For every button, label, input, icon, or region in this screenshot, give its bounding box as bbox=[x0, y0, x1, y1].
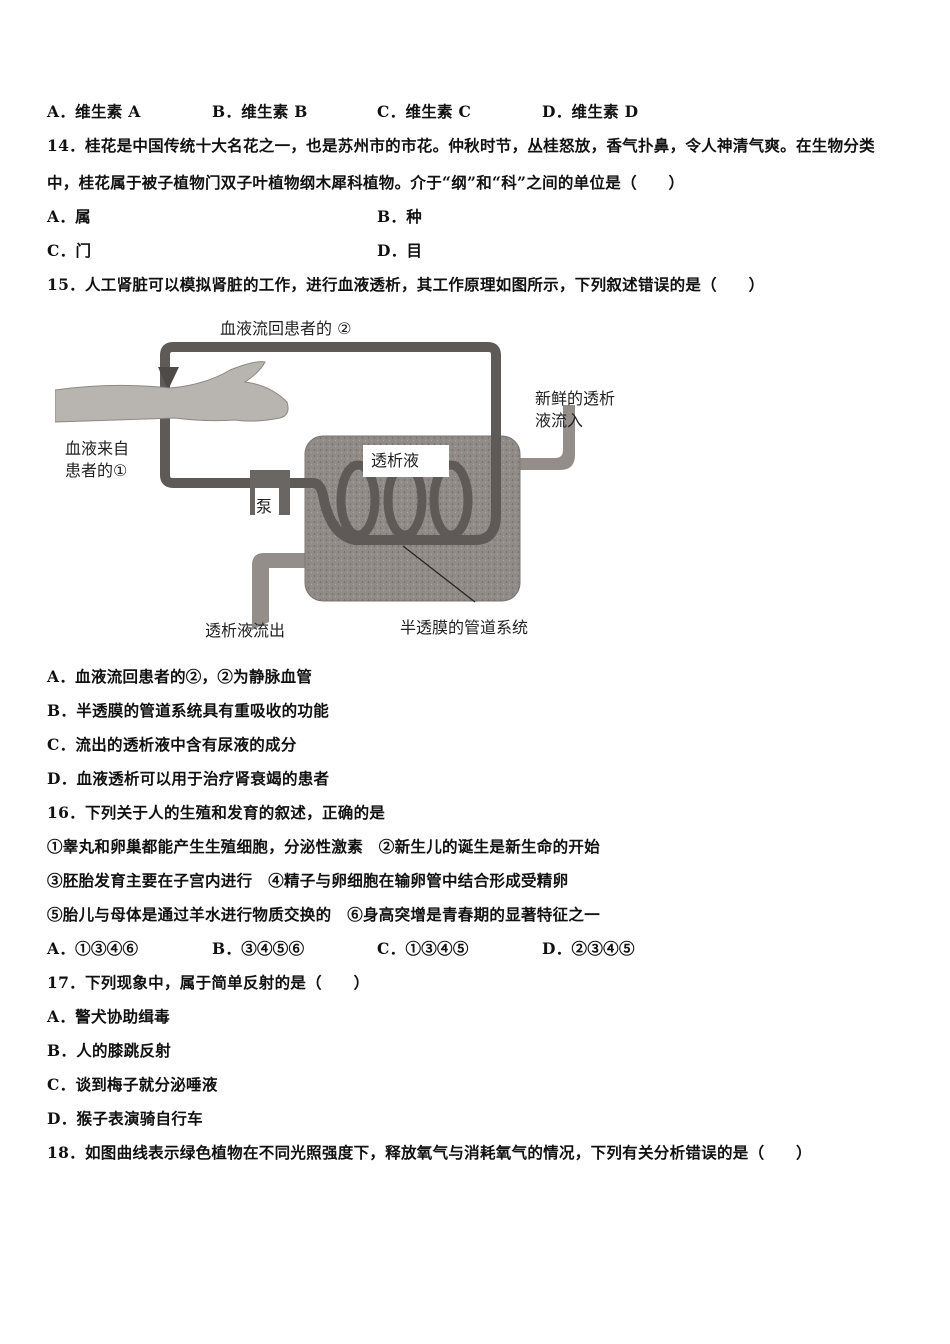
q16-statement-3: ⑤胎儿与母体是通过羊水进行物质交换的 ⑥身高突增是青春期的显著特征之一 bbox=[47, 905, 601, 924]
label-blood-return: 血液流回患者的 ② bbox=[220, 319, 352, 338]
q16-option-c[interactable]: C．①③④⑤ bbox=[377, 939, 469, 958]
label-fresh-2: 液流入 bbox=[535, 411, 584, 430]
q14-stem-line1: 14．桂花是中国传统十大名花之一，也是苏州市的市花。仲秋时节，丛桂怒放，香气扑鼻… bbox=[47, 136, 875, 155]
q14-option-d[interactable]: D．目 bbox=[377, 241, 423, 260]
label-pump: 泵 bbox=[256, 497, 273, 516]
outflow-pipe bbox=[252, 553, 310, 630]
q16-statement-1: ①睾丸和卵巢都能产生生殖细胞，分泌性激素 ②新生儿的诞生是新生命的开始 bbox=[47, 837, 601, 856]
q13-option-d[interactable]: D．维生素 D bbox=[542, 102, 639, 121]
q14-option-a[interactable]: A．属 bbox=[47, 207, 91, 226]
q16-stem: 16．下列关于人的生殖和发育的叙述，正确的是 bbox=[47, 803, 386, 822]
label-blood-from-1: 血液来自 bbox=[65, 439, 130, 458]
q17-option-a[interactable]: A．警犬协助缉毒 bbox=[47, 1007, 170, 1026]
q13-option-c[interactable]: C．维生素 C bbox=[377, 102, 472, 121]
q18-stem: 18．如图曲线表示绿色植物在不同光照强度下，释放氧气与消耗氧气的情况，下列有关分… bbox=[47, 1143, 812, 1162]
q17-stem: 17．下列现象中，属于简单反射的是（ ） bbox=[47, 973, 370, 992]
label-dialysate-out: 透析液流出 bbox=[205, 621, 286, 640]
q17-option-b[interactable]: B．人的膝跳反射 bbox=[47, 1041, 172, 1060]
label-membrane: 半透膜的管道系统 bbox=[400, 618, 529, 637]
label-blood-from-2: 患者的① bbox=[65, 461, 128, 480]
q16-option-d[interactable]: D．②③④⑤ bbox=[542, 939, 635, 958]
q13-option-a[interactable]: A．维生素 A bbox=[47, 102, 141, 121]
q17-option-d[interactable]: D．猴子表演骑自行车 bbox=[47, 1109, 203, 1128]
q15-option-c[interactable]: C．流出的透析液中含有尿液的成分 bbox=[47, 735, 297, 754]
q16-option-a[interactable]: A．①③④⑥ bbox=[47, 939, 139, 958]
q15-option-b[interactable]: B．半透膜的管道系统具有重吸收的功能 bbox=[47, 701, 330, 720]
label-fresh-1: 新鲜的透析 bbox=[535, 389, 616, 408]
inflow-pipe bbox=[520, 405, 575, 470]
label-dialysate: 透析液 bbox=[371, 451, 420, 470]
q16-option-b[interactable]: B．③④⑤⑥ bbox=[212, 939, 305, 958]
q15-stem: 15．人工肾脏可以模拟肾脏的工作，进行血液透析，其工作原理如图所示，下列叙述错误… bbox=[47, 275, 765, 294]
q14-option-b[interactable]: B．种 bbox=[377, 207, 423, 226]
q17-option-c[interactable]: C．谈到梅子就分泌唾液 bbox=[47, 1075, 218, 1094]
dialysis-diagram: 血液流回患者的 ② 血液来自 患者的① 新鲜的透析 液流入 透析液 泵 透析液流… bbox=[54, 310, 635, 650]
q14-option-c[interactable]: C．门 bbox=[47, 241, 92, 260]
q14-stem-line2: 中，桂花属于被子植物门双子叶植物纲木犀科植物。介于“纲”和“科”之间的单位是（ … bbox=[47, 173, 685, 192]
dialysis-illustration bbox=[54, 342, 575, 630]
q16-statement-2: ③胚胎发育主要在子宫内进行 ④精子与卵细胞在输卵管中结合形成受精卵 bbox=[47, 871, 569, 890]
q15-option-a[interactable]: A．血液流回患者的②，②为静脉血管 bbox=[47, 667, 313, 686]
arm-illustration bbox=[54, 361, 289, 423]
q13-option-b[interactable]: B．维生素 B bbox=[212, 102, 308, 121]
q15-option-d[interactable]: D．血液透析可以用于治疗肾衰竭的患者 bbox=[47, 769, 330, 788]
